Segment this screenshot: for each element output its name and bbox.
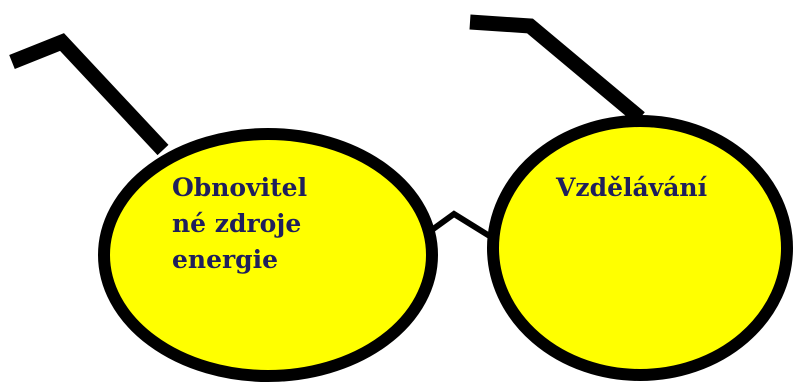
- left-lens-label: Obnovitel né zdroje energie: [172, 173, 308, 274]
- right-lens: [487, 115, 793, 381]
- right-lens-label: Vzdělávání: [556, 173, 708, 202]
- right-temple-arm: [469, 14, 645, 124]
- left-lens: [98, 128, 438, 382]
- left-temple-arm: [9, 33, 169, 156]
